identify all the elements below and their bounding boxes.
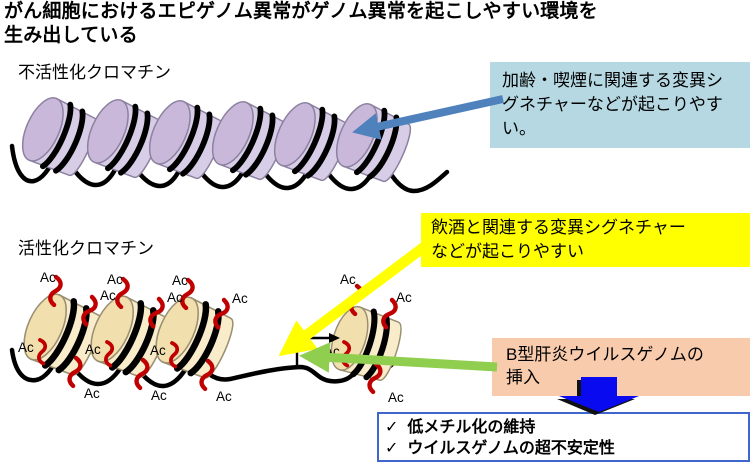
active-nucleosome bbox=[15, 288, 106, 380]
aging-smoking-line: 加齢・喫煙に関連する変異シ bbox=[502, 71, 723, 90]
outcome-box: ✓ 低メチル化の維持 ✓ ウイルスゲノムの超不安定性 bbox=[377, 412, 750, 462]
active-nucleosome bbox=[324, 302, 406, 385]
page-title-line1: がん細胞におけるエピゲノム異常がゲノム異常を起こしやすい環境を bbox=[4, 1, 598, 22]
ac-label: Ac bbox=[340, 272, 356, 287]
histone-tail-squiggle bbox=[69, 358, 82, 387]
ac-label: Ac bbox=[172, 273, 188, 288]
ac-label: Ac bbox=[40, 270, 56, 285]
hbv-line: B型肝炎ウイルスゲノムの bbox=[506, 345, 704, 364]
inactive-nucleosome bbox=[204, 96, 292, 185]
inactive-nucleosome bbox=[266, 97, 354, 186]
histone-tail-squiggle bbox=[35, 337, 49, 366]
alcohol-arrow bbox=[278, 230, 444, 357]
ac-label: Ac bbox=[232, 291, 248, 306]
ac-label: Ac bbox=[107, 272, 123, 287]
histone-tail-squiggle bbox=[339, 339, 353, 368]
histone-tail-squiggle bbox=[167, 340, 181, 369]
outcome-item: ✓ 低メチル化の維持 bbox=[385, 417, 742, 438]
histone-tail-squiggle bbox=[82, 296, 97, 325]
inactive-nucleosome bbox=[79, 94, 167, 183]
ac-label: Ac bbox=[396, 290, 412, 305]
ac-label: Ac bbox=[150, 343, 166, 358]
histone-tail-squiggle bbox=[102, 339, 116, 368]
histone-tail-squiggle bbox=[369, 364, 382, 393]
hbv-insertion-callout: B型肝炎ウイルスゲノムの 挿入 bbox=[492, 338, 750, 396]
outcome-item-label: 低メチル化の維持 bbox=[407, 419, 536, 436]
histone-tail-squiggle bbox=[214, 299, 229, 328]
outcome-item: ✓ ウイルスゲノムの超不安定性 bbox=[385, 438, 742, 459]
hbv-arrow bbox=[299, 342, 498, 373]
page-title-line2: 生み出している bbox=[4, 24, 138, 46]
aging-smoking-arrow bbox=[352, 95, 504, 140]
inactive-nucleosome bbox=[141, 95, 229, 184]
aging-smoking-line: グネチャーなどが起こりやす bbox=[502, 95, 723, 115]
inactive-nucleosome bbox=[14, 92, 102, 181]
histone-tail-squiggle bbox=[201, 361, 214, 390]
ac-label: Ac bbox=[324, 344, 340, 359]
active-chromatin-label: 活性化クロマチン bbox=[18, 239, 154, 258]
inactive-chromatin-label: 不活性化クロマチン bbox=[18, 63, 171, 82]
ac-label: Ac bbox=[100, 288, 116, 303]
alcohol-line: 飲酒と関連する変異シグネチャー bbox=[431, 218, 686, 237]
ac-label: Ac bbox=[151, 388, 167, 403]
page-title: がん細胞におけるエピゲノム異常がゲノム異常を起こしやすい環境を 生み出している bbox=[4, 0, 746, 48]
check-icon: ✓ bbox=[385, 419, 399, 436]
histone-tail-squiggle bbox=[382, 299, 397, 328]
histone-tail-squiggle bbox=[50, 277, 62, 306]
active-nucleosome bbox=[82, 290, 173, 382]
ac-label: Ac bbox=[388, 390, 404, 405]
alcohol-line: などが起こりやすい bbox=[431, 241, 584, 261]
histone-tail-squiggle bbox=[117, 279, 129, 308]
inactive-nucleosome bbox=[328, 98, 416, 187]
inactive-dna-strand bbox=[9, 143, 450, 194]
ac-label: Ac bbox=[18, 340, 34, 355]
histone-tail-squiggle bbox=[136, 360, 149, 389]
ac-label: Ac bbox=[85, 342, 101, 357]
active-dna-strand bbox=[9, 345, 397, 389]
hbv-line: 挿入 bbox=[506, 367, 540, 387]
promoter-arrow bbox=[295, 333, 340, 368]
histone-tail-squiggle bbox=[182, 280, 194, 309]
ac-label: Ac bbox=[216, 389, 232, 404]
alcohol-callout: 飲酒と関連する変異シグネチャー などが起こりやすい bbox=[421, 213, 750, 267]
aging-smoking-line: い。 bbox=[502, 119, 536, 139]
check-icon: ✓ bbox=[385, 440, 399, 458]
outcome-item-label: ウイルスゲノムの超不安定性 bbox=[407, 440, 615, 458]
histone-tail-squiggle bbox=[149, 298, 164, 327]
aging-smoking-callout: 加齢・喫煙に関連する変異シ グネチャーなどが起こりやす い。 bbox=[490, 62, 750, 149]
active-nucleosome bbox=[147, 291, 238, 383]
ac-label: Ac bbox=[167, 290, 183, 305]
ac-label: Ac bbox=[84, 386, 100, 401]
histone-tail-squiggle bbox=[351, 286, 363, 315]
